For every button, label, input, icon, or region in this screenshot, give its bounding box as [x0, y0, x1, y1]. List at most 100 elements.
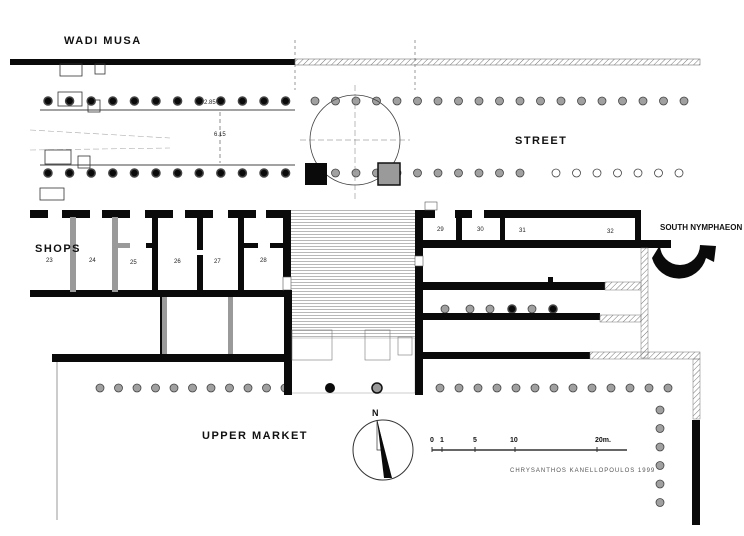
central-stairway [291, 210, 415, 338]
north-arrow [352, 419, 414, 481]
column-restored [485, 304, 495, 314]
column-preserved [86, 96, 96, 106]
column-preserved [43, 96, 53, 106]
column-restored [392, 96, 402, 106]
column-restored [454, 383, 464, 393]
column-preserved [129, 168, 140, 178]
shop-number: 28 [260, 258, 267, 264]
label-south-nymphaeon: SOUTH NYMPHAEON [660, 223, 743, 232]
shops-walls-restored [70, 217, 233, 354]
column-restored [433, 168, 443, 178]
dimension-label: 2.85 [204, 100, 216, 106]
column-restored [132, 383, 142, 393]
column-restored [511, 383, 521, 393]
column-restored [655, 461, 665, 470]
column-restored [351, 96, 361, 106]
column-restored [372, 96, 381, 106]
column-restored [114, 383, 123, 393]
column-restored [556, 96, 566, 106]
column-preserved [64, 168, 75, 178]
column-restored [655, 442, 665, 452]
shop-number: 32 [607, 229, 614, 235]
column-restored [527, 304, 537, 314]
column-restored [433, 96, 443, 106]
column-bases-west [39, 63, 106, 201]
column-restored [474, 168, 484, 178]
column-restored [515, 96, 525, 106]
north-label: N [372, 408, 379, 418]
column-restored [655, 479, 665, 489]
south-nymphaeon-apse [652, 245, 716, 279]
column-restored [492, 383, 502, 393]
column-missing [633, 168, 643, 178]
column-missing [674, 168, 684, 178]
column-restored [515, 168, 525, 178]
column-preserved [548, 304, 558, 314]
column-restored [655, 405, 665, 415]
column-restored [188, 383, 197, 393]
scale-tick-label: 1 [440, 437, 444, 444]
column-restored [659, 96, 668, 106]
column-restored [638, 96, 648, 106]
column-restored [577, 96, 586, 106]
column-restored [474, 96, 484, 106]
column-restored [151, 383, 160, 393]
column-preserved [237, 168, 248, 178]
column-preserved [151, 96, 161, 106]
column-restored [679, 96, 689, 106]
column-restored [440, 304, 450, 314]
wadi-musa-wall-restored [294, 58, 701, 66]
column-preserved [194, 168, 204, 178]
column-preserved [259, 168, 269, 178]
column-restored [597, 96, 607, 106]
label-street: STREET [515, 135, 568, 147]
column-restored [243, 383, 253, 393]
column-restored [454, 96, 463, 106]
column-preserved [237, 96, 248, 106]
column-preserved [108, 96, 118, 106]
column-restored [495, 96, 504, 106]
column-preserved [129, 96, 140, 106]
column-restored [625, 383, 635, 393]
column-restored [225, 383, 234, 393]
column-restored [606, 383, 616, 393]
label-wadi-musa: WADI MUSA [64, 35, 142, 47]
column-restored [331, 168, 340, 178]
column-preserved [151, 168, 161, 178]
column-restored [413, 96, 422, 106]
shop-number: 26 [174, 259, 181, 265]
wadi-musa-wall [10, 59, 295, 65]
column-restored [655, 498, 665, 507]
east-block-restored [589, 247, 701, 420]
column-restored [413, 168, 422, 178]
stair-column-restored [371, 382, 383, 394]
column-missing [613, 168, 622, 178]
column-preserved [86, 168, 96, 178]
column-preserved [64, 96, 75, 106]
label-upper-market: UPPER MARKET [202, 430, 309, 442]
column-restored [587, 383, 597, 393]
label-shops: SHOPS [35, 243, 82, 255]
column-restored [655, 424, 665, 433]
column-restored [644, 383, 654, 393]
column-restored [331, 96, 340, 106]
east-block-walls [415, 210, 671, 359]
column-restored [530, 383, 540, 393]
shop-number: 31 [519, 228, 526, 234]
column-restored [663, 383, 673, 393]
shop-number: 25 [130, 260, 137, 266]
stair-column-black [325, 383, 335, 393]
column-preserved [43, 168, 53, 178]
column-preserved [108, 168, 118, 178]
column-missing [592, 168, 602, 178]
column-restored [310, 96, 320, 106]
column-preserved [280, 96, 291, 106]
shops-walls [30, 210, 291, 362]
column-restored [95, 383, 105, 393]
column-preserved [172, 168, 183, 178]
shop-number: 30 [477, 227, 484, 233]
column-restored [536, 96, 545, 106]
column-missing [654, 168, 663, 178]
column-missing [572, 168, 581, 178]
